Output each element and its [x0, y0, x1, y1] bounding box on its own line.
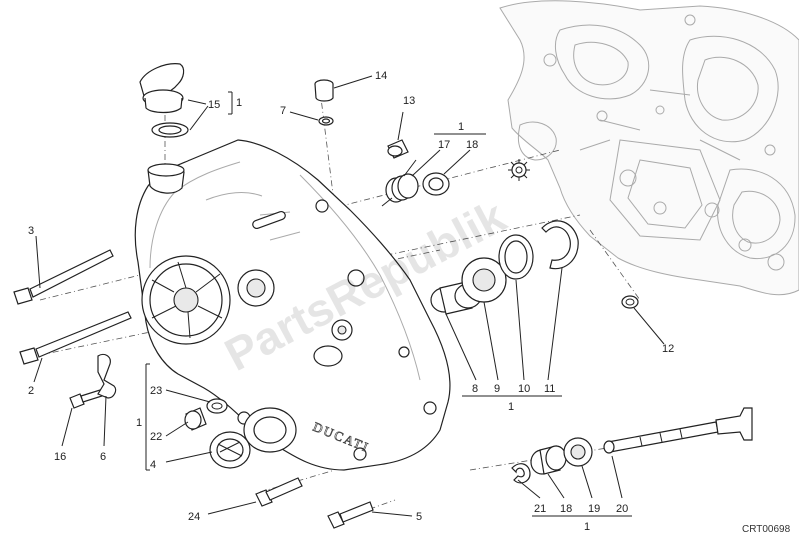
pin-spring-bush [381, 139, 450, 207]
lower-bolts [255, 477, 374, 529]
drawing-code: CRT00698 [742, 524, 791, 535]
circlip [621, 295, 639, 309]
callout-4: 4 [150, 459, 156, 471]
crankcase-background [499, 0, 799, 296]
callout-11: 11 [544, 383, 555, 395]
callout-9: 9 [494, 383, 500, 395]
callout-1-left: 1 [136, 417, 142, 429]
callout-14: 14 [375, 70, 387, 82]
callout-1-mid: 1 [508, 401, 514, 413]
callout-19: 19 [588, 503, 600, 515]
callout-15: 15 [208, 99, 220, 111]
gear-icon [508, 159, 530, 181]
callout-17: 17 [438, 139, 450, 151]
callout-8: 8 [472, 383, 478, 395]
small-bolt-and-bracket [69, 353, 117, 409]
callout-16: 16 [54, 451, 66, 463]
callout-10: 10 [518, 383, 530, 395]
callout-12: 12 [662, 343, 674, 355]
callout-1-top: 1 [458, 121, 464, 133]
long-bolts [13, 249, 132, 365]
callout-7: 7 [280, 105, 286, 117]
callout-20: 20 [616, 503, 628, 515]
lower-left-parts [184, 398, 251, 469]
clutch-cover: DUCATI [134, 139, 451, 471]
callout-1-bottom: 1 [584, 521, 590, 533]
bearing-stack-upper [430, 220, 579, 315]
callout-2: 2 [28, 385, 34, 397]
callout-21: 21 [534, 503, 546, 515]
callout-6: 6 [100, 451, 106, 463]
leader-lines [33, 75, 665, 517]
callout-labels: 15 1 14 7 13 1 17 18 3 12 2 23 1 22 4 16… [28, 70, 674, 533]
callout-15-quantity: 1 [236, 97, 242, 109]
callout-24: 24 [188, 511, 200, 523]
callout-13: 13 [403, 95, 415, 107]
oil-filler-cap [139, 63, 189, 138]
spring-coils [381, 159, 419, 207]
callout-23: 23 [150, 385, 162, 397]
callout-5: 5 [416, 511, 422, 523]
callout-3: 3 [28, 225, 34, 237]
push-rod-assembly [511, 407, 753, 484]
callout-22: 22 [150, 431, 162, 443]
callout-18-bottom: 18 [560, 503, 572, 515]
plug-and-ring [314, 79, 334, 126]
callout-18-top: 18 [466, 139, 478, 151]
